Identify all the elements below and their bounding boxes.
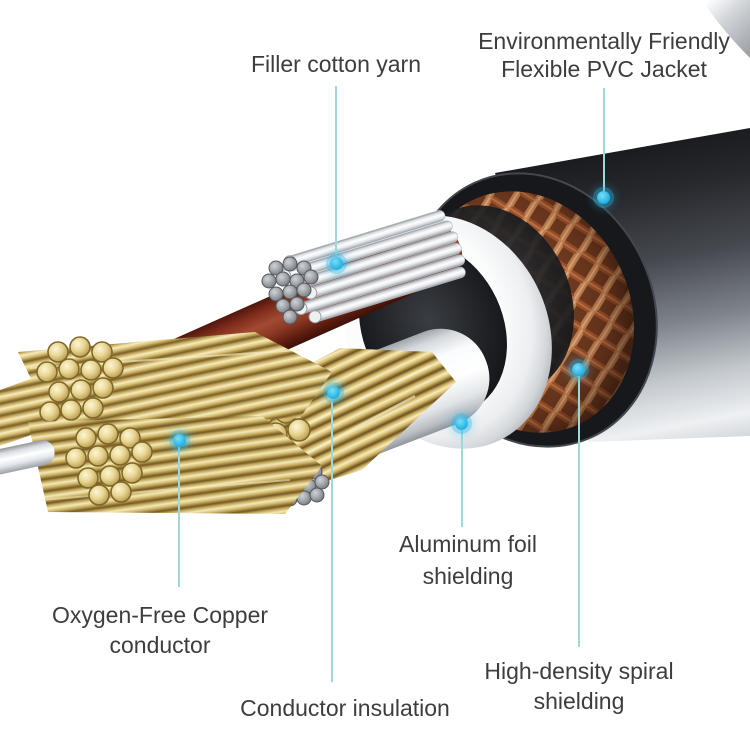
copper-strand-ends-lower-left: [65, 423, 153, 506]
aluminum-foil-dot: [454, 416, 468, 430]
conductor-insulation-label: Conductor insulation: [240, 695, 450, 721]
copper-bundle-upper-left: [0, 332, 332, 446]
filler-cotton-yarn-label: Filler cotton yarn: [250, 51, 422, 77]
copper-conductor-label-line1: Oxygen-Free Copper: [51, 602, 269, 628]
pvc-jacket-label-line1: Environmentally Friendly: [478, 28, 730, 54]
aluminum-foil-label-line2: shielding: [422, 563, 514, 589]
spiral-shielding-label-line2: shielding: [533, 688, 625, 714]
copper-bundle-lower-left: [28, 416, 322, 514]
spiral-shielding-label: High-density spiral shielding: [484, 656, 673, 716]
aluminum-foil-label-line1: Aluminum foil: [398, 531, 538, 557]
copper-conductor-leader-line: [178, 447, 180, 587]
copper-conductor-label: Oxygen-Free Copper conductor: [52, 600, 268, 660]
white-strand-left-edge: [0, 440, 55, 477]
spiral-shielding-dot: [571, 362, 585, 376]
copper-strand-ends-upper-left: [36, 336, 124, 423]
background-cable-corner: [702, 0, 750, 58]
copper-conductor-dot: [172, 433, 186, 447]
steel-strand-ends-top: [261, 256, 319, 325]
aluminum-foil-leader-line: [461, 430, 463, 527]
copper-conductor-label-line2: conductor: [109, 632, 211, 658]
filler-cotton-yarn-dot: [329, 256, 343, 270]
filler-wire-bundle: [278, 210, 466, 324]
pvc-jacket-leader-line: [603, 88, 605, 191]
pvc-jacket-dot: [596, 190, 610, 204]
conductor-insulation-leader-line: [331, 399, 333, 682]
filler-cotton-yarn-leader-line: [335, 86, 337, 258]
conductor-insulation-dot: [326, 385, 340, 399]
spiral-shielding-label-line1: High-density spiral: [484, 658, 674, 684]
pvc-jacket-label: Environmentally Friendly Flexible PVC Ja…: [478, 27, 730, 83]
aluminum-foil-label: Aluminum foil shielding: [399, 528, 537, 592]
pvc-jacket-label-line2: Flexible PVC Jacket: [501, 56, 707, 82]
spiral-shielding-leader-line: [578, 376, 580, 647]
